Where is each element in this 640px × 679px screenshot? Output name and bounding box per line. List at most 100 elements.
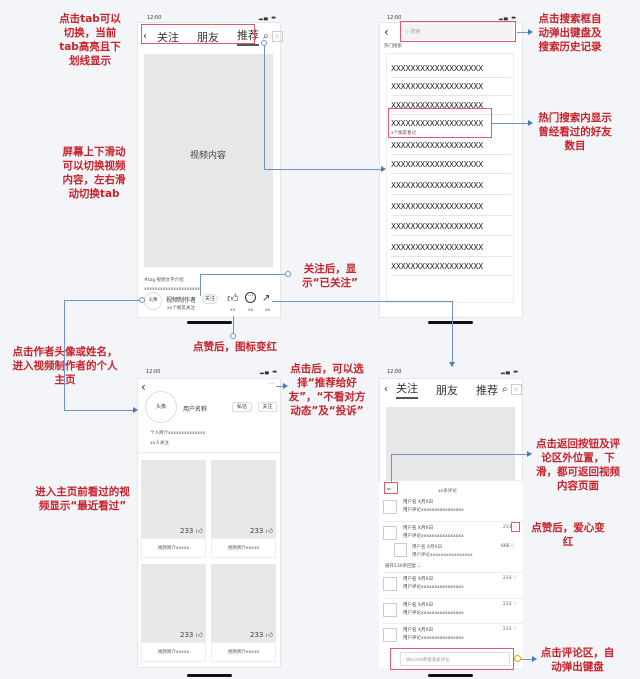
video-tag[interactable]: #tag 视频文字介绍 — [144, 278, 184, 283]
hot-search-item[interactable]: XXXXXXXXXXXXXXXXXXX — [391, 181, 511, 195]
comment-user[interactable]: 用户名 X月X日 — [403, 577, 434, 582]
like-count: xx — [230, 308, 236, 313]
follow-button[interactable]: 关注 — [202, 294, 218, 304]
signal-icon: ▂▄ ▬ — [258, 15, 277, 21]
reply-user[interactable]: 用户名 X月X日 — [412, 545, 443, 550]
comment-count: xx — [248, 308, 254, 313]
expand-replies-link[interactable]: 展开130条回复 ⌄ — [385, 564, 422, 569]
video-content[interactable] — [386, 407, 515, 482]
connector-line — [452, 301, 453, 363]
search-input[interactable]: ⌕ 搜索 — [400, 24, 513, 40]
hot-search-item[interactable]: XXXXXXXXXXXXXXXXXXX — [391, 243, 511, 257]
note-follow-after: 关注后，显示“已关注” — [302, 263, 358, 289]
status-bar: 12:00▂▄ ▬ — [146, 369, 278, 375]
status-time: 12:00 — [146, 369, 161, 375]
connector-dot — [285, 271, 291, 277]
back-icon[interactable]: ‹ — [384, 384, 388, 395]
status-bar: 12:00▂▄ ▬ — [387, 369, 519, 375]
heart-icon: ♡ — [512, 602, 517, 607]
hot-search-item[interactable]: XXXXXXXXXXXXXXXXXXX — [391, 82, 511, 96]
tab-follow[interactable]: 关注 — [396, 380, 418, 399]
video-likes: 233 👍︎ — [250, 631, 273, 639]
share-icon[interactable]: ↗ — [262, 293, 271, 304]
more-button[interactable]: ··· — [268, 381, 274, 388]
comment-icon[interactable]: ··· — [245, 292, 256, 303]
comment-avatar[interactable] — [383, 577, 397, 591]
connector-line — [391, 454, 392, 482]
tab-recommend[interactable]: 推荐 — [476, 383, 498, 397]
tab-follow[interactable]: 关注 — [157, 30, 179, 44]
reply-like[interactable]: 666 ♡ — [501, 544, 516, 549]
hot-search-item[interactable]: XXXXXXXXXXXXXXXXXXX — [391, 141, 511, 155]
video-caption: 视频简介xxxxx — [211, 642, 276, 662]
comment-user[interactable]: 用户名 X月X日 — [403, 603, 434, 608]
tab-friends[interactable]: 朋友 — [436, 383, 458, 397]
hot-search-item[interactable]: XXXXXXXXXXXXXXXXXXX — [391, 64, 511, 78]
video-desc: xxxxxxxxxxxxxxxxxxxxx — [144, 287, 200, 292]
comment-like[interactable]: 233 ♡ — [502, 525, 517, 530]
hot-search-item[interactable]: XXXXXXXXXXXXXXXXXXX — [391, 101, 511, 115]
profile-avatar[interactable]: 头像 — [145, 391, 177, 423]
search-icon[interactable]: ⌕ — [263, 31, 269, 42]
video-card[interactable] — [211, 564, 276, 642]
profile-followers: xx人关注 — [150, 441, 169, 446]
hot-search-item[interactable]: XXXXXXXXXXXXXXXXXXX — [391, 222, 511, 236]
comment-user[interactable]: 用户名 X月X日 — [403, 500, 434, 505]
like-icon[interactable]: 👍︎ — [227, 292, 239, 305]
connector-line — [521, 659, 533, 660]
tab-recommend[interactable]: 推荐 — [237, 27, 259, 46]
comment-like[interactable]: 233 ♡ — [502, 576, 517, 581]
comment-avatar[interactable] — [383, 628, 397, 642]
back-icon[interactable]: ‹ — [141, 380, 146, 394]
hot-search-item[interactable]: XXXXXXXXXXXXXXXXXXX — [391, 160, 511, 174]
comment-avatar[interactable] — [383, 500, 397, 514]
emoji-icon[interactable] — [514, 655, 521, 662]
connector-line — [517, 32, 529, 33]
status-time: 12:00 — [147, 15, 162, 21]
video-likes: 233 👍︎ — [250, 527, 273, 535]
search-placeholder: 搜索 — [410, 29, 421, 35]
comment-avatar[interactable] — [383, 526, 397, 540]
video-content[interactable] — [144, 54, 273, 267]
comment-text: 用户评论xxxxxxxxxxxxxxxx — [403, 508, 464, 513]
connector-arrow — [527, 451, 532, 457]
comment-input[interactable]: Wechat善意发表评论 — [400, 652, 510, 666]
collapse-icon[interactable]: ⌄ — [385, 483, 393, 493]
hot-search-item[interactable]: XXXXXXXXXXXXXXXXXXX — [391, 202, 511, 216]
author-name[interactable]: 视频制作者 — [166, 297, 197, 304]
comment-item: 用户名 X月X日 用户评论xxxxxxxxxxxxxxxx 233 ♡ — [383, 598, 523, 624]
back-icon[interactable]: ‹ — [143, 31, 147, 42]
comment-like[interactable]: 233 ♡ — [502, 627, 517, 632]
profile-username: 用户名称 — [183, 406, 208, 413]
hot-search-item[interactable]: XXXXXXXXXXXXXXXXXXX — [391, 262, 511, 276]
comments-title: xx条评论 — [438, 489, 457, 494]
like-icon: 👍︎ — [195, 631, 203, 639]
connector-dot — [139, 297, 145, 303]
note-comment-input: 点击评论区，自动弹出键盘 — [540, 647, 615, 673]
message-button[interactable]: 私信 — [232, 402, 252, 412]
comment-like[interactable]: 233 ♡ — [502, 602, 517, 607]
video-tab-bar: ‹ 关注 朋友 推荐 ⌕ × — [143, 27, 283, 46]
placeholder-image-icon: × — [510, 384, 522, 395]
comment-user[interactable]: 用户名 X月X日 — [403, 628, 434, 633]
author-avatar[interactable]: 头像 — [144, 292, 162, 310]
profile-follow-button[interactable]: 关注 — [258, 402, 277, 412]
hot-search-item[interactable]: XXXXXXXXXXXXXXXXXXX — [391, 119, 483, 128]
back-icon[interactable]: ‹ — [384, 25, 389, 39]
video-card[interactable] — [141, 564, 206, 642]
reply-avatar[interactable] — [394, 543, 407, 557]
profile-divider — [137, 452, 281, 453]
connector-line — [200, 274, 201, 296]
video-card[interactable] — [211, 460, 276, 538]
like-icon: 👍︎ — [265, 631, 273, 639]
video-card[interactable] — [141, 460, 206, 538]
comment-avatar[interactable] — [383, 603, 397, 617]
search-icon[interactable]: ⌕ — [502, 384, 508, 395]
friends-watched-highlight-box — [388, 108, 492, 138]
connector-line — [264, 169, 382, 170]
connector-line — [276, 386, 284, 387]
friends-follow-count: xx个朋友关注 — [167, 306, 195, 311]
signal-icon: ▂▄ ▬ — [500, 369, 519, 375]
comment-user[interactable]: 用户名 X月X日 — [403, 526, 434, 531]
tab-friends[interactable]: 朋友 — [197, 30, 219, 44]
